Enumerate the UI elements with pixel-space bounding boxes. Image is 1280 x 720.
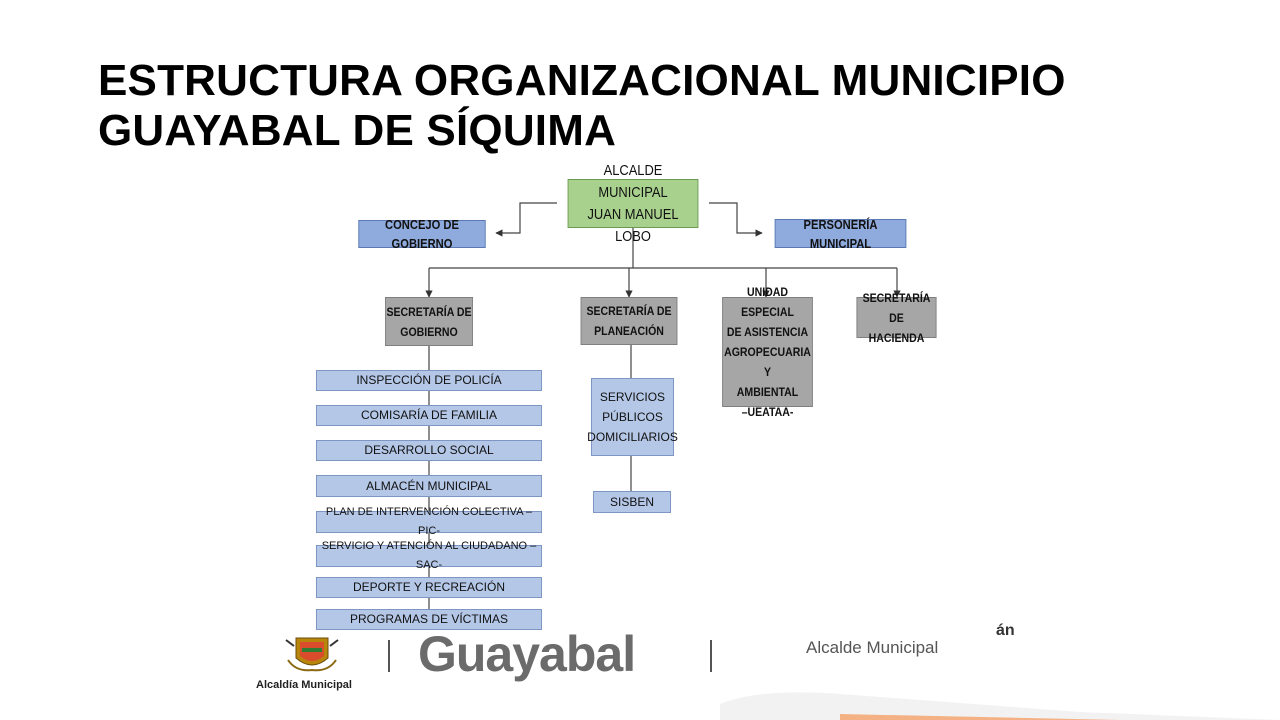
footer-divider xyxy=(388,640,390,672)
decorative-swoosh xyxy=(720,692,1280,720)
gobierno-item: INSPECCIÓN DE POLICÍA xyxy=(316,370,542,391)
gobierno-item: COMISARÍA DE FAMILIA xyxy=(316,405,542,426)
gobierno-item: DESARROLLO SOCIAL xyxy=(316,440,542,461)
concejo-box: CONCEJO DE GOBIERNO xyxy=(358,217,486,251)
personeria-box: PERSONERÍA MUNICIPAL xyxy=(774,217,907,251)
planeacion-item: SERVICIOS PÚBLICOS DOMICILIARIOS xyxy=(587,378,678,456)
coat-of-arms-icon xyxy=(285,637,339,672)
name-fragment: án xyxy=(996,622,1015,639)
gobierno-item: DEPORTE Y RECREACIÓN xyxy=(316,577,542,598)
gobierno-item: PROGRAMAS DE VÍCTIMAS xyxy=(316,609,542,630)
alcaldia-label: Alcaldía Municipal xyxy=(256,679,352,691)
sec-hacienda-box: SECRETARÍA DE HACIENDA xyxy=(856,291,937,345)
gobierno-item: ALMACÉN MUNICIPAL xyxy=(316,475,542,497)
alcalde-box: ALCALDE MUNICIPAL JUAN MANUEL LOBO xyxy=(567,162,699,245)
gobierno-item: SERVICIO Y ATENCIÓN AL CIUDADANO –SAC- xyxy=(316,540,542,571)
gobierno-item: PLAN DE INTERVENCIÓN COLECTIVA –PIC- xyxy=(316,506,542,537)
page-title: ESTRUCTURA ORGANIZACIONAL MUNICIPIO GUAY… xyxy=(98,56,1218,156)
unidad-especial-box: UNIDAD ESPECIAL DE ASISTENCIA AGROPECUAR… xyxy=(722,285,813,419)
alcalde-label: Alcalde Municipal xyxy=(806,638,939,657)
sec-gobierno-box: SECRETARÍA DE GOBIERNO xyxy=(385,297,473,346)
sec-planeacion-box: SECRETARÍA DE PLANEACIÓN xyxy=(580,297,678,345)
planeacion-item: SISBEN xyxy=(593,491,671,513)
page-title-line-2: GUAYABAL DE SÍQUIMA xyxy=(98,106,617,155)
footer-divider xyxy=(710,640,712,672)
alcaldia-logo: Alcaldía Municipal xyxy=(256,632,368,691)
page-title-line-1: ESTRUCTURA ORGANIZACIONAL MUNICIPIO xyxy=(98,56,1066,105)
guayabal-wordmark: Guayabal xyxy=(418,626,636,682)
